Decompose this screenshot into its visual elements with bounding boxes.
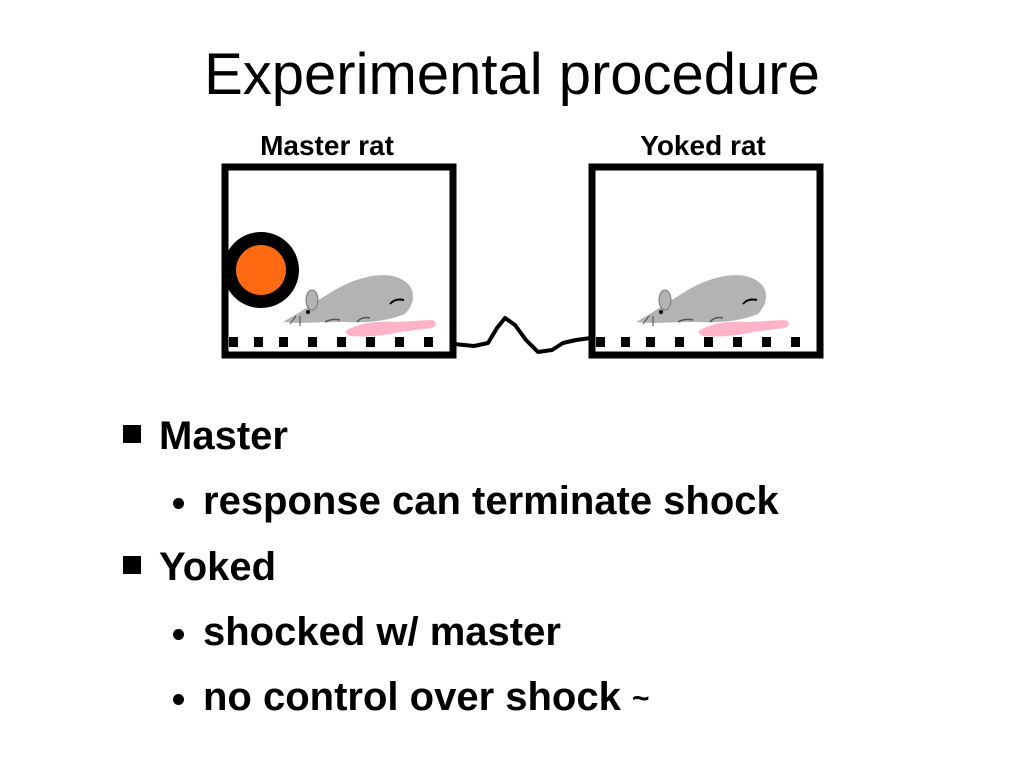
square-bullet-icon [123,556,141,574]
bullet-text: shocked w/ master [203,610,561,654]
dot-bullet-icon [173,629,184,640]
bullet-text: Master [159,414,288,458]
response-lever-icon [223,232,299,308]
bullet-yoked-detail-1: shocked w/ master [173,608,561,656]
yoked-rat-label: Yoked rat [640,130,766,161]
square-bullet-icon [123,425,141,443]
bullet-suffix: ~ [631,682,650,715]
bullet-yoked-detail-2: no control over shock ~ [173,673,650,723]
master-grid-floor [229,337,433,347]
yoked-grid-floor [596,337,800,347]
master-rat-label: Master rat [260,130,394,161]
bullet-yoked: Yoked [123,543,276,591]
dot-bullet-icon [173,498,184,509]
dot-bullet-icon [173,694,184,705]
connecting-wire [452,316,593,354]
yoked-rat-icon [636,275,789,337]
bullet-text: response can terminate shock [203,479,779,523]
master-rat-icon [283,275,436,337]
bullet-text: Yoked [159,545,277,589]
bullet-master-detail: response can terminate shock [173,477,779,525]
bullet-text: no control over shock [203,675,621,719]
bullet-master: Master [123,412,288,460]
slide-title: Experimental procedure [204,42,820,107]
